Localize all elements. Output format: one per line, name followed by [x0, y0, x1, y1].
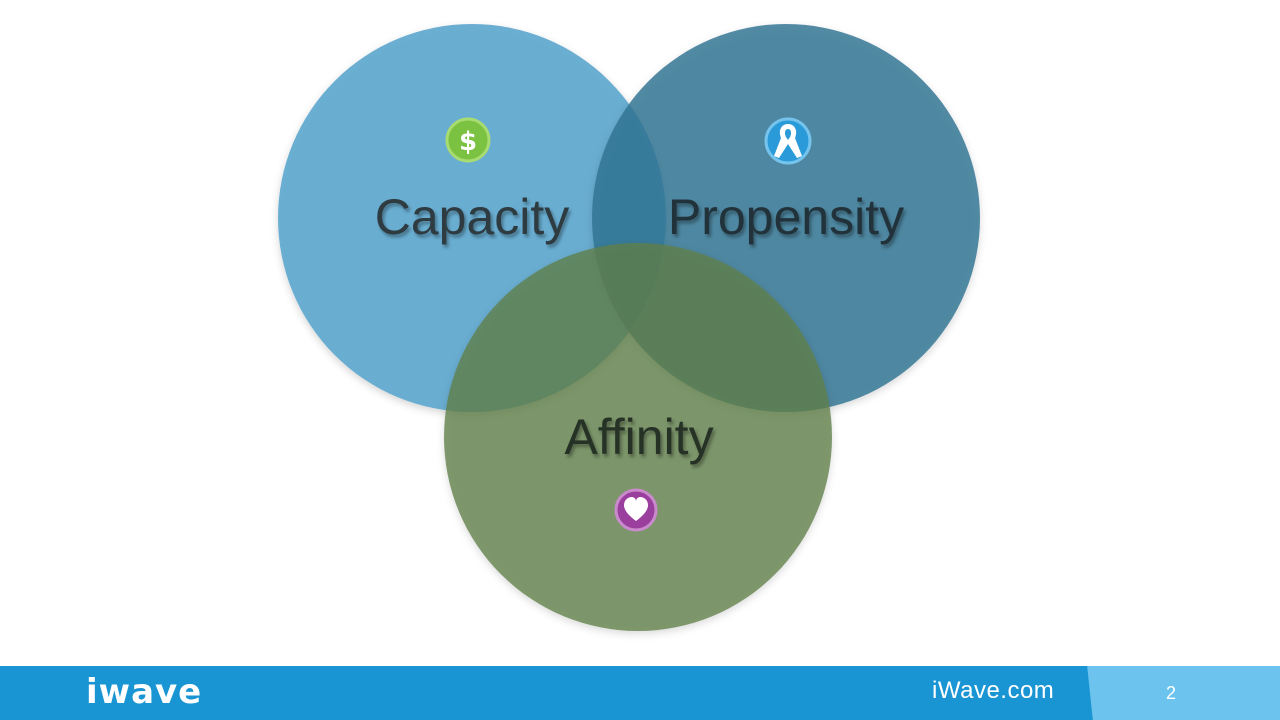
propensity-label: Propensity: [668, 189, 904, 245]
venn-diagram: $ Capacity Propensity Affinity: [278, 24, 980, 631]
capacity-label: Capacity: [375, 189, 570, 245]
iwave-logo: iwave: [86, 672, 226, 712]
footer-bar: iwave iWave.com 2: [0, 666, 1280, 720]
affinity-label: Affinity: [564, 409, 713, 465]
page-number: 2: [1166, 683, 1177, 703]
logo-text: iwave: [86, 672, 203, 712]
heart-icon: [614, 488, 658, 532]
dollar-coin-icon: $: [445, 117, 491, 163]
svg-text:$: $: [459, 127, 477, 157]
awareness-ribbon-icon: [764, 117, 812, 165]
affinity-circle: [444, 243, 832, 631]
website-link[interactable]: iWave.com: [932, 677, 1055, 704]
footer-tab: [1100, 666, 1280, 720]
